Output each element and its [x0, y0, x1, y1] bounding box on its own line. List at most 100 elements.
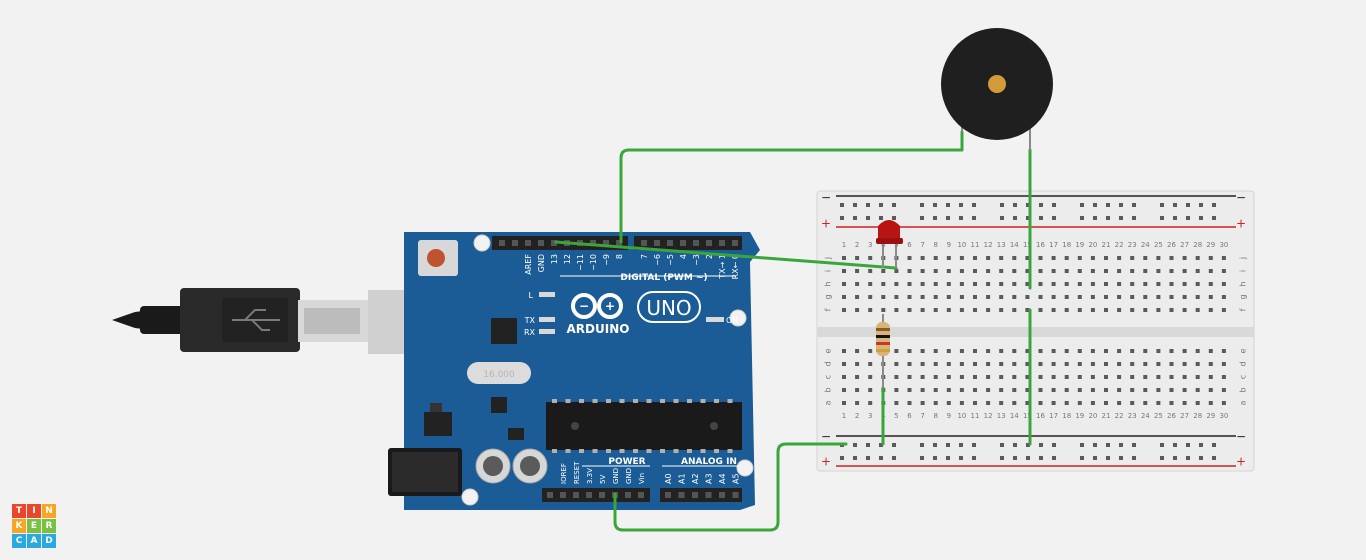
digital-pin-label: 8: [615, 254, 624, 259]
digital-pin-label: ~6: [653, 254, 662, 266]
rx-led: [539, 329, 555, 334]
analog-pin-label: A4: [718, 473, 727, 484]
logo-letter: A: [27, 534, 41, 548]
column-number: 20: [1088, 241, 1097, 249]
digital-pin-label: 2: [705, 254, 714, 259]
l-label: L: [529, 291, 534, 300]
column-number: 17: [1049, 412, 1058, 420]
digital-label: DIGITAL (PWM ~): [620, 273, 707, 283]
column-number: 8: [933, 412, 937, 420]
digital-pin-label: 12: [563, 254, 572, 264]
digital-pin-label: 4: [679, 254, 688, 259]
usb-chip: [491, 318, 517, 344]
column-number: 6: [907, 241, 912, 249]
power-pin-label: 3.3V: [586, 468, 594, 484]
red-led[interactable]: [876, 220, 903, 268]
digital-pin-label: 7: [640, 254, 649, 259]
column-number: 15: [1023, 241, 1032, 249]
column-number: 19: [1075, 412, 1084, 420]
row-letter: e: [824, 348, 833, 353]
column-number: 18: [1062, 241, 1071, 249]
power-pin-label: GND: [625, 468, 633, 484]
column-number: 29: [1206, 241, 1215, 249]
buzzer-center: [988, 75, 1006, 93]
mount-hole: [473, 234, 491, 252]
column-number: 18: [1062, 412, 1071, 420]
digital-pin-label: ~3: [692, 254, 701, 266]
arduino-uno-board[interactable]: 16.000 L TX RX ON − + ARDUINO: [388, 232, 760, 510]
row-letter: a: [824, 400, 833, 405]
column-number: 6: [907, 412, 912, 420]
on-label: ON: [726, 316, 738, 325]
logo-letter: E: [27, 519, 41, 533]
digital-pin-label: ~11: [576, 254, 585, 271]
digital-pin-label: ~10: [589, 254, 598, 271]
analog-pin-label: A3: [705, 473, 714, 484]
wire-gnd-to-led[interactable]: [554, 240, 898, 270]
column-number: 20: [1088, 412, 1097, 420]
column-number: 10: [957, 241, 966, 249]
analog-pin-label: A5: [732, 473, 741, 484]
crystal-oscillator: 16.000: [467, 362, 531, 384]
rail-minus-sign: −: [1236, 430, 1246, 444]
column-number: 30: [1219, 412, 1228, 420]
analog-pin-label: A2: [691, 473, 700, 484]
arduino-infinity-logo: [571, 293, 623, 319]
usb-symbol-icon: [232, 309, 280, 331]
column-number: 30: [1219, 241, 1228, 249]
row-letter: j: [824, 257, 833, 260]
digital-pin-label: ~9: [602, 254, 611, 266]
reset-button[interactable]: [418, 240, 458, 276]
column-number: 29: [1206, 412, 1215, 420]
breadboard[interactable]: −−++−−++ 1122334455667788991010111112121…: [816, 190, 1255, 472]
power-pin-label: Vin: [638, 473, 646, 484]
column-number: 10: [957, 412, 966, 420]
logo-letter: N: [42, 504, 56, 518]
logo-letter: I: [27, 504, 41, 518]
column-number: 1: [842, 412, 846, 420]
column-number: 13: [997, 241, 1006, 249]
wire-gnd-to-breadboard[interactable]: [613, 442, 848, 532]
column-number: 7: [920, 241, 924, 249]
power-jack[interactable]: [388, 448, 462, 496]
column-number: 27: [1180, 412, 1189, 420]
resistor-band: [876, 342, 890, 345]
svg-text:−: −: [579, 299, 589, 313]
column-number: 22: [1115, 241, 1124, 249]
transistor: [508, 428, 524, 440]
row-letter: i: [824, 270, 833, 272]
column-number: 21: [1102, 241, 1111, 249]
column-number: 19: [1075, 241, 1084, 249]
column-number: 8: [933, 241, 937, 249]
row-letter: d: [1239, 361, 1248, 366]
wires[interactable]: [554, 130, 1032, 532]
column-number: 16: [1036, 412, 1045, 420]
column-number: 3: [868, 241, 872, 249]
column-number: 24: [1141, 412, 1150, 420]
column-number: 5: [894, 412, 898, 420]
row-letter: g: [1239, 294, 1248, 299]
column-number: 9: [947, 241, 951, 249]
row-letter: h: [824, 281, 833, 286]
row-letter: j: [1239, 257, 1248, 260]
digital-pin-label: ~5: [666, 254, 675, 266]
analog-in-label: ANALOG IN: [681, 457, 737, 467]
analog-pin-label: A1: [678, 473, 687, 484]
resistor[interactable]: [876, 314, 890, 388]
wire-pin8-to-buzzer[interactable]: [619, 130, 964, 244]
column-number: 7: [920, 412, 924, 420]
rail-minus-sign: −: [1236, 191, 1246, 205]
row-letter: b: [1239, 387, 1248, 392]
column-number: 3: [868, 412, 872, 420]
column-number: 24: [1141, 241, 1150, 249]
column-number: 25: [1154, 412, 1163, 420]
column-number: 14: [1010, 412, 1019, 420]
digital-pin-label: 13: [550, 254, 559, 264]
piezo-buzzer[interactable]: [941, 28, 1053, 150]
column-number: 26: [1167, 241, 1176, 249]
resistor-band: [876, 349, 890, 352]
column-number: 25: [1154, 241, 1163, 249]
rx-label: RX: [524, 328, 536, 337]
